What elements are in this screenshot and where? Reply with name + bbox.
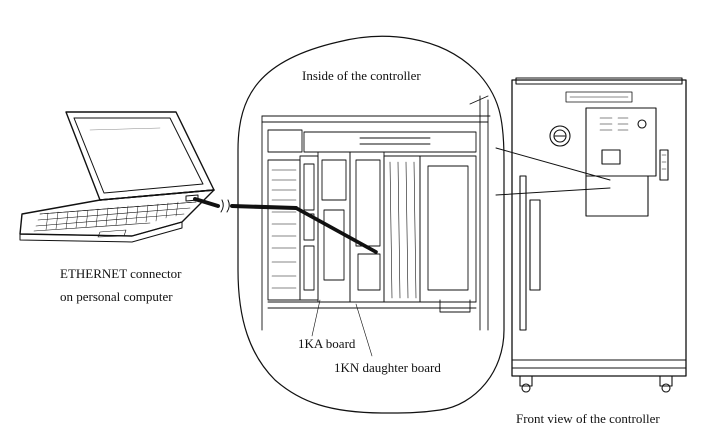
label-ethernet-connector-sub: on personal computer	[60, 289, 173, 304]
controller-internals	[261, 95, 491, 357]
label-inside-controller: Inside of the controller	[302, 68, 421, 83]
label-1kn-daughter-board: 1KN daughter board	[334, 360, 441, 375]
inside-controller-bubble	[237, 35, 611, 414]
ethernet-cable	[193, 197, 378, 254]
laptop-illustration	[19, 111, 215, 243]
label-1ka-board: 1KA board	[298, 336, 356, 351]
label-ethernet-connector: ETHERNET connector	[60, 266, 182, 281]
label-front-view: Front view of the controller	[516, 411, 660, 426]
controller-front-view	[511, 77, 687, 393]
